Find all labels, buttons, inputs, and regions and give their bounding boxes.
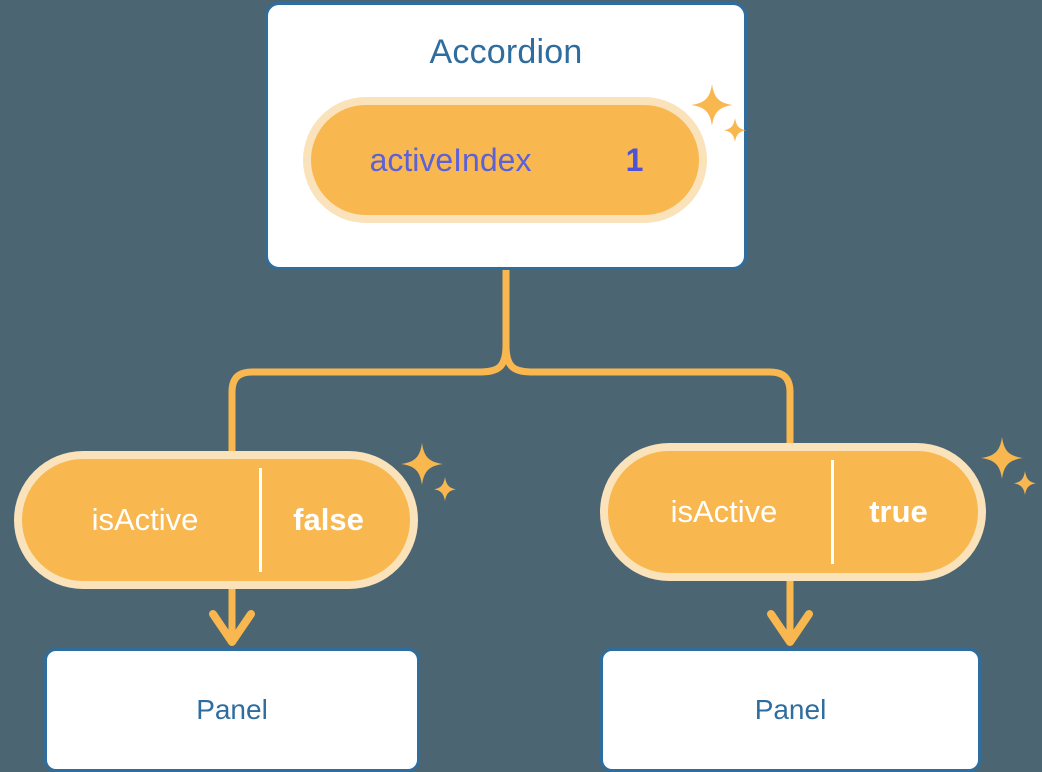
sparkle-icon-right [981,437,1042,507]
state-pill-right[interactable]: isActive true [617,460,969,564]
state-pill-root[interactable]: activeIndex 1 [322,116,688,204]
sparkle-icon [981,437,1023,479]
node-panel-left[interactable]: Panel [44,648,420,772]
state-value-label: 1 [579,116,688,204]
node-panel-label: Panel [196,694,268,725]
connector-branch-right [502,341,794,448]
node-panel-right[interactable]: Panel [600,648,981,772]
node-panel-label: Panel [754,694,827,725]
state-pill-ring-root [311,105,699,215]
state-key-label: isActive [670,494,778,529]
sparkle-icon [401,443,443,485]
state-pill-left[interactable]: isActive false [31,468,401,572]
state-value-label: true [831,460,963,564]
page-title: Accordion [429,33,583,71]
state-key-label: activeIndex [369,141,532,178]
state-pill-ring-left [22,459,410,581]
arrow-down-icon-right [767,568,813,646]
arrow-down-icon-left [209,576,255,646]
state-value-label: false [259,468,395,572]
state-key-label: isActive [91,502,199,537]
state-pill-ring-right [608,451,978,573]
sparkle-small-icon [434,477,456,501]
sparkle-small-icon [1014,471,1036,495]
connector-branch-left [228,341,510,456]
